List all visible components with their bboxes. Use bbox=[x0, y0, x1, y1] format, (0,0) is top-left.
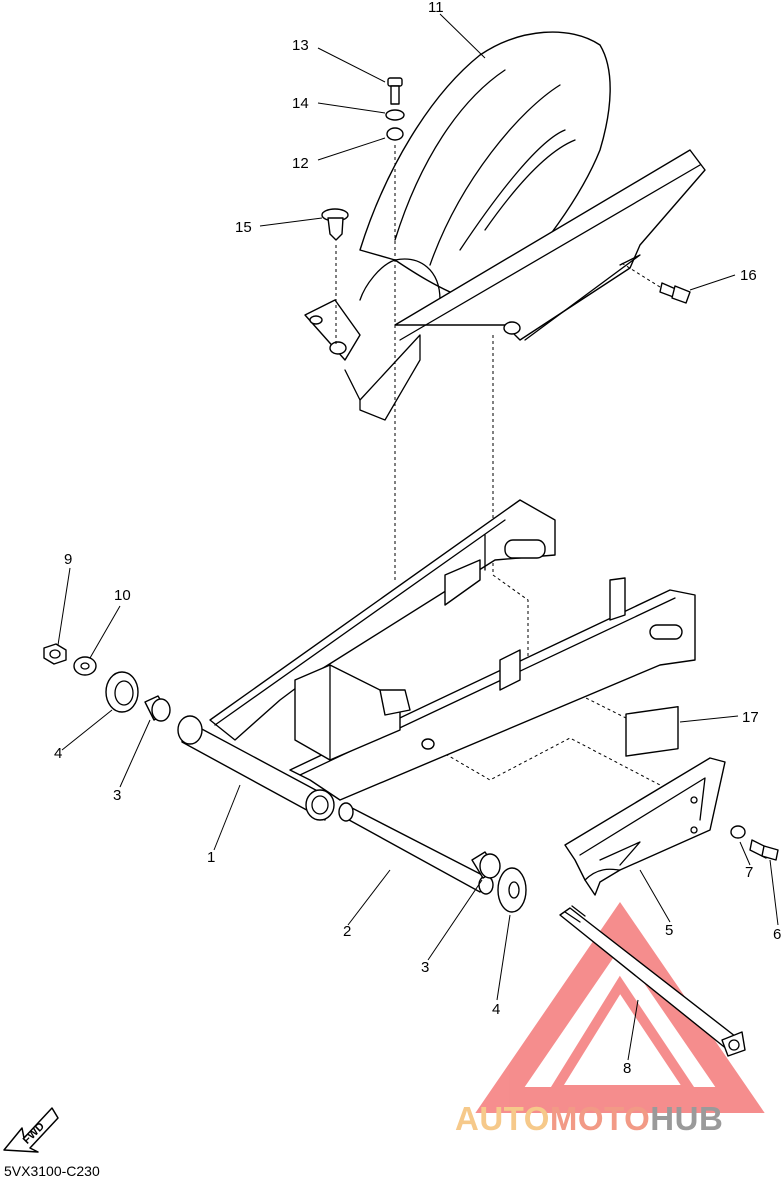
assembly-line-bolt16 bbox=[619, 261, 661, 288]
callout-17: 17 bbox=[742, 709, 759, 726]
clip-15 bbox=[321, 208, 349, 241]
bolt-6 bbox=[749, 839, 779, 861]
callout-9: 9 bbox=[64, 551, 72, 568]
bearing-3-right bbox=[471, 851, 501, 879]
callout-2: 2 bbox=[343, 923, 351, 940]
callout-5: 5 bbox=[665, 922, 673, 939]
callout-6: 6 bbox=[773, 926, 781, 943]
washer-14 bbox=[385, 109, 405, 121]
callout-1: 1 bbox=[207, 849, 215, 866]
callout-16: 16 bbox=[740, 267, 757, 284]
assembly-line-bracket bbox=[492, 335, 529, 660]
watermark-text-hub: HUB bbox=[650, 1100, 723, 1137]
rear-fender bbox=[304, 31, 706, 421]
diagram-code: 5VX3100-C230 bbox=[4, 1163, 100, 1179]
callout-7: 7 bbox=[745, 864, 753, 881]
pivot-collar-2 bbox=[338, 802, 494, 895]
assembly-line-guard bbox=[429, 737, 661, 786]
collar-7 bbox=[730, 825, 746, 839]
caution-label-17 bbox=[625, 706, 679, 757]
washer-10 bbox=[73, 656, 97, 676]
bolt-16 bbox=[659, 282, 691, 304]
callout-4-right: 4 bbox=[492, 1001, 500, 1018]
callout-labels: 1 2 3 3 4 4 5 6 7 8 9 10 11 12 13 14 15 … bbox=[54, 0, 781, 1077]
callout-4-left: 4 bbox=[54, 745, 62, 762]
watermark-text-auto: AUTO bbox=[455, 1100, 550, 1137]
collar-12 bbox=[386, 127, 404, 141]
callout-13: 13 bbox=[292, 37, 309, 54]
callout-3-right: 3 bbox=[421, 959, 429, 976]
watermark-text: AUTOMOTOHUB bbox=[455, 1100, 723, 1137]
callout-3-left: 3 bbox=[113, 787, 121, 804]
nut-9 bbox=[43, 643, 67, 665]
assembly-line-label bbox=[569, 689, 631, 721]
forward-arrow-icon: FWD bbox=[3, 1107, 59, 1153]
oil-seal-4-right bbox=[497, 867, 527, 913]
swingarm bbox=[177, 499, 696, 821]
callout-15: 15 bbox=[235, 219, 252, 236]
callout-11: 11 bbox=[428, 0, 444, 16]
bolt-13 bbox=[387, 77, 403, 105]
callout-12: 12 bbox=[292, 155, 309, 172]
bearing-3-left bbox=[144, 695, 171, 722]
oil-seal-4-left bbox=[105, 671, 139, 713]
watermark-logo bbox=[475, 902, 765, 1113]
callout-14: 14 bbox=[292, 95, 309, 112]
watermark-text-moto: MOTO bbox=[550, 1100, 650, 1137]
leader-lines bbox=[57, 13, 779, 1061]
callout-10: 10 bbox=[114, 587, 131, 604]
callout-8: 8 bbox=[623, 1060, 631, 1077]
chain-guard-5 bbox=[564, 757, 726, 896]
pivot-bolt-8 bbox=[559, 905, 746, 1057]
